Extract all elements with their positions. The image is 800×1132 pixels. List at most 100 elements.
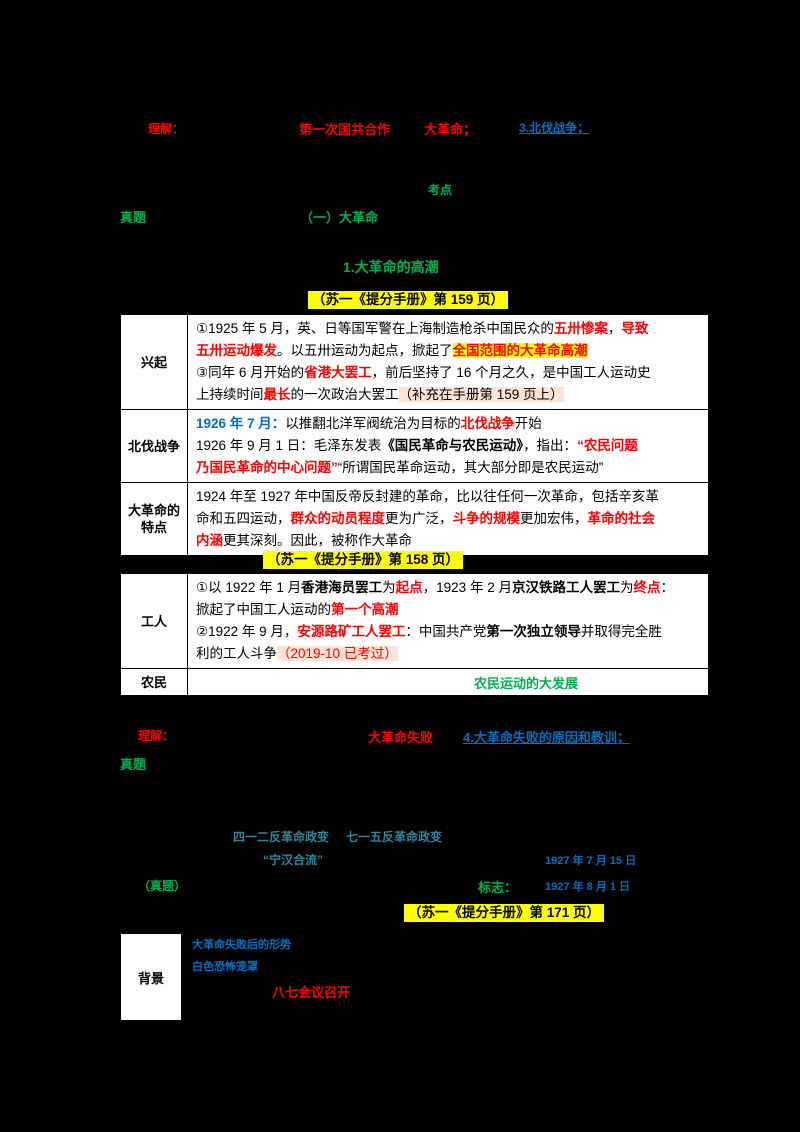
green-note-kaodian: 考点	[428, 183, 453, 197]
text-segment: 革命的社会	[587, 511, 656, 526]
row-header-peasants: 农民	[120, 668, 188, 696]
text-segment: 五卅惨案	[553, 321, 608, 336]
blue-crossref-link-2[interactable]: 4.大革命失败的原因和教训；	[463, 730, 630, 745]
text-segment: 1924 年至 1927 年中国反帝反封建的革命，比以往任何一次革命，包括辛亥革	[196, 489, 659, 504]
background-blue-line-2: 白色恐怖笼罩	[192, 961, 258, 973]
text-segment: 北伐战争	[460, 416, 515, 431]
text-line: 上持续时间最长的一次政治大罢工（补充在手册第 159 页上）	[196, 384, 700, 406]
text-line: ①以 1922 年 1 月香港海员罢工为起点，1923 年 2 月京汉铁路工人罢…	[196, 577, 700, 599]
table-row: 大革命的特点 1924 年至 1927 年中国反帝反封建的革命，比以往任何一次革…	[120, 482, 709, 556]
text-segment: ③同年 6 月开始的	[196, 365, 305, 380]
text-segment: ，指出：	[523, 438, 578, 453]
cell-characteristics-content: 1924 年至 1927 年中国反帝反封建的革命，比以往任何一次革命，包括辛亥革…	[187, 482, 709, 556]
text-segment: 京汉铁路工人罢工	[511, 580, 620, 595]
row-header-rise: 兴起	[120, 314, 188, 410]
text-segment: 更加宏伟，	[520, 511, 588, 526]
text-segment: ②1922 年 9 月，	[196, 624, 298, 639]
cell-peasants-content: 农民运动的大发展	[187, 668, 709, 696]
green-section-title: 1.大革命的高潮	[343, 259, 439, 275]
text-line: 利的工人斗争（2019-10 已考过）	[196, 643, 700, 665]
red-topic-failure: 大革命失败	[368, 730, 434, 745]
text-segment: 乃国民革命的中心问题”	[196, 460, 338, 475]
red-note-label-1: 理解：	[148, 122, 185, 136]
teal-event-3: “宁汉合流”	[263, 853, 324, 867]
peasant-green-note: 农民运动的大发展	[474, 675, 579, 691]
row-header-characteristics: 大革命的特点	[120, 482, 188, 556]
text-segment: 第一个高潮	[331, 602, 399, 617]
blue-date-2: 1927 年 8 月 1 日	[545, 881, 630, 893]
blue-date-1: 1927 年 7 月 15 日	[545, 855, 637, 867]
text-segment: ：中国共产党	[405, 624, 487, 639]
text-segment: 更为广泛，	[385, 511, 453, 526]
text-segment: 掀起了中国工人运动的	[196, 602, 331, 617]
text-segment: 安源路矿工人罢工	[297, 624, 406, 639]
text-segment: “农民问题	[577, 438, 638, 453]
text-segment: 并取得完全胜	[580, 624, 662, 639]
table-row: 兴起 ①1925 年 5 月，英、日等国军警在上海制造枪杀中国民众的五卅惨案，导…	[120, 314, 709, 410]
text-line: 命和五四运动，群众的动员程度更为广泛，斗争的规模更加宏伟，革命的社会	[196, 508, 700, 530]
text-line: 五卅运动爆发。以五卅运动为起点，掀起了全国范围的大革命高潮	[196, 340, 700, 362]
text-line: ①1925 年 5 月，英、日等国军警在上海制造枪杀中国民众的五卅惨案，导致	[196, 318, 700, 340]
text-segment: 斗争的规模	[452, 511, 521, 526]
row-header-workers: 工人	[120, 573, 188, 669]
cell-rise-content: ①1925 年 5 月，英、日等国军警在上海制造枪杀中国民众的五卅惨案，导致 五…	[187, 314, 709, 410]
text-segment: 最长	[263, 387, 291, 402]
text-segment: 1926 年 7 月：	[196, 416, 286, 431]
text-segment: 《国民革命与农民运动》	[381, 438, 524, 453]
text-segment: 全国范围的大革命高潮	[452, 343, 588, 358]
text-segment: 群众的动员程度	[290, 511, 386, 526]
cell-northern-expedition-content: 1926 年 7 月：以推翻北洋军阀统治为目标的北伐战争开始 1926 年 9 …	[187, 409, 709, 483]
text-segment: ①1925 年 5 月，英、日等国军警在上海制造枪杀中国民众的	[196, 321, 554, 336]
green-label-zhenti-1: 真题	[120, 210, 147, 225]
text-segment: ，前后坚持了 16 个月之久，是中国工人运动史	[371, 365, 651, 380]
text-line: ②1922 年 9 月，安源路矿工人罢工：中国共产党第一次独立领导并取得完全胜	[196, 621, 700, 643]
background-blue-line-1: 大革命失败后的形势	[192, 939, 291, 951]
text-line: 乃国民革命的中心问题”“所谓国民革命运动，其大部分即是农民运动”	[196, 457, 700, 479]
text-segment: 上持续时间	[196, 387, 264, 402]
handbook-ref-171: （苏一《提分手册》第 171 页）	[404, 904, 605, 922]
text-segment: 为	[382, 580, 396, 595]
text-segment: “所谓国民革命运动，其大部分即是农民运动”	[337, 460, 604, 475]
background-red-note: 八七会议召开	[272, 985, 351, 1000]
text-segment: 内涵	[196, 533, 223, 548]
blue-crossref-link-1[interactable]: 3.北伐战争；	[519, 121, 590, 135]
text-segment: 第一次独立领导	[486, 624, 581, 639]
text-segment: 五卅运动爆发	[196, 343, 277, 358]
text-segment: ，1923 年 2 月	[422, 580, 512, 595]
teal-event-1: 四一二反革命政变	[233, 830, 330, 844]
green-note-zhenti-3: （真题）	[138, 879, 187, 893]
teal-event-2: 七一五反革命政变	[346, 830, 443, 844]
text-segment: （补充在手册第 159 页上）	[398, 387, 564, 402]
handbook-ref-159: （苏一《提分手册》第 159 页）	[308, 291, 509, 309]
red-note-label-2: 理解：	[138, 729, 175, 743]
text-segment: 以推翻北洋军阀统治为目标的	[285, 416, 461, 431]
text-segment: 终点	[633, 580, 661, 595]
text-line: 掀起了中国工人运动的第一个高潮	[196, 599, 700, 621]
text-segment: （2019-10 已考过）	[277, 646, 398, 661]
green-subtitle-1: （一）大革命	[300, 210, 379, 225]
text-segment: ：	[660, 580, 674, 595]
text-segment: 。以五卅运动为起点，掀起了	[277, 343, 453, 358]
text-segment: 开始	[514, 416, 542, 431]
table-row: 北伐战争 1926 年 7 月：以推翻北洋军阀统治为目标的北伐战争开始 1926…	[120, 409, 709, 483]
text-segment: 1926 年 9 月 1 日：毛泽东发表	[196, 438, 382, 453]
text-segment: 导致	[621, 321, 649, 336]
row-header-northern-expedition: 北伐战争	[120, 409, 188, 483]
red-topic-2: 大革命；	[424, 122, 477, 137]
green-label-zhenti-2: 真题	[120, 757, 147, 772]
text-line: 1926 年 9 月 1 日：毛泽东发表《国民革命与农民运动》，指出：“农民问题	[196, 435, 700, 457]
cell-workers-content: ①以 1922 年 1 月香港海员罢工为起点，1923 年 2 月京汉铁路工人罢…	[187, 573, 709, 669]
row-header-background: 背景	[120, 933, 182, 1021]
text-segment: ①以 1922 年 1 月	[196, 580, 302, 595]
text-segment: 香港海员罢工	[301, 580, 383, 595]
text-segment: 命和五四运动，	[196, 511, 291, 526]
text-line: 1924 年至 1927 年中国反帝反封建的革命，比以往任何一次革命，包括辛亥革	[196, 486, 700, 508]
handbook-ref-158: （苏一《提分手册》第 158 页）	[263, 551, 464, 569]
red-topic-title: 第一次国共合作	[299, 122, 391, 137]
text-segment: 利的工人斗争	[196, 646, 277, 661]
text-segment: 更其深刻。因此，被称作大革命	[223, 533, 412, 548]
text-segment: 省港大罢工	[304, 365, 372, 380]
text-line: 内涵更其深刻。因此，被称作大革命	[196, 530, 700, 552]
text-segment: 起点	[395, 580, 423, 595]
